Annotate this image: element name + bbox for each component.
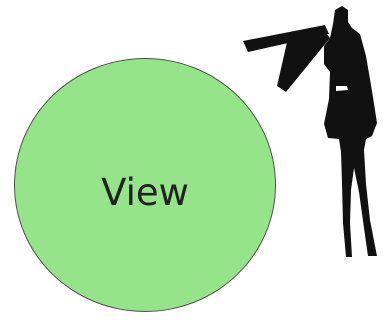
person-with-telescope-silhouette-icon	[238, 0, 383, 265]
view-label: View	[92, 171, 198, 215]
telescope-icon	[243, 25, 330, 92]
observer-silhouette-icon	[324, 6, 377, 257]
